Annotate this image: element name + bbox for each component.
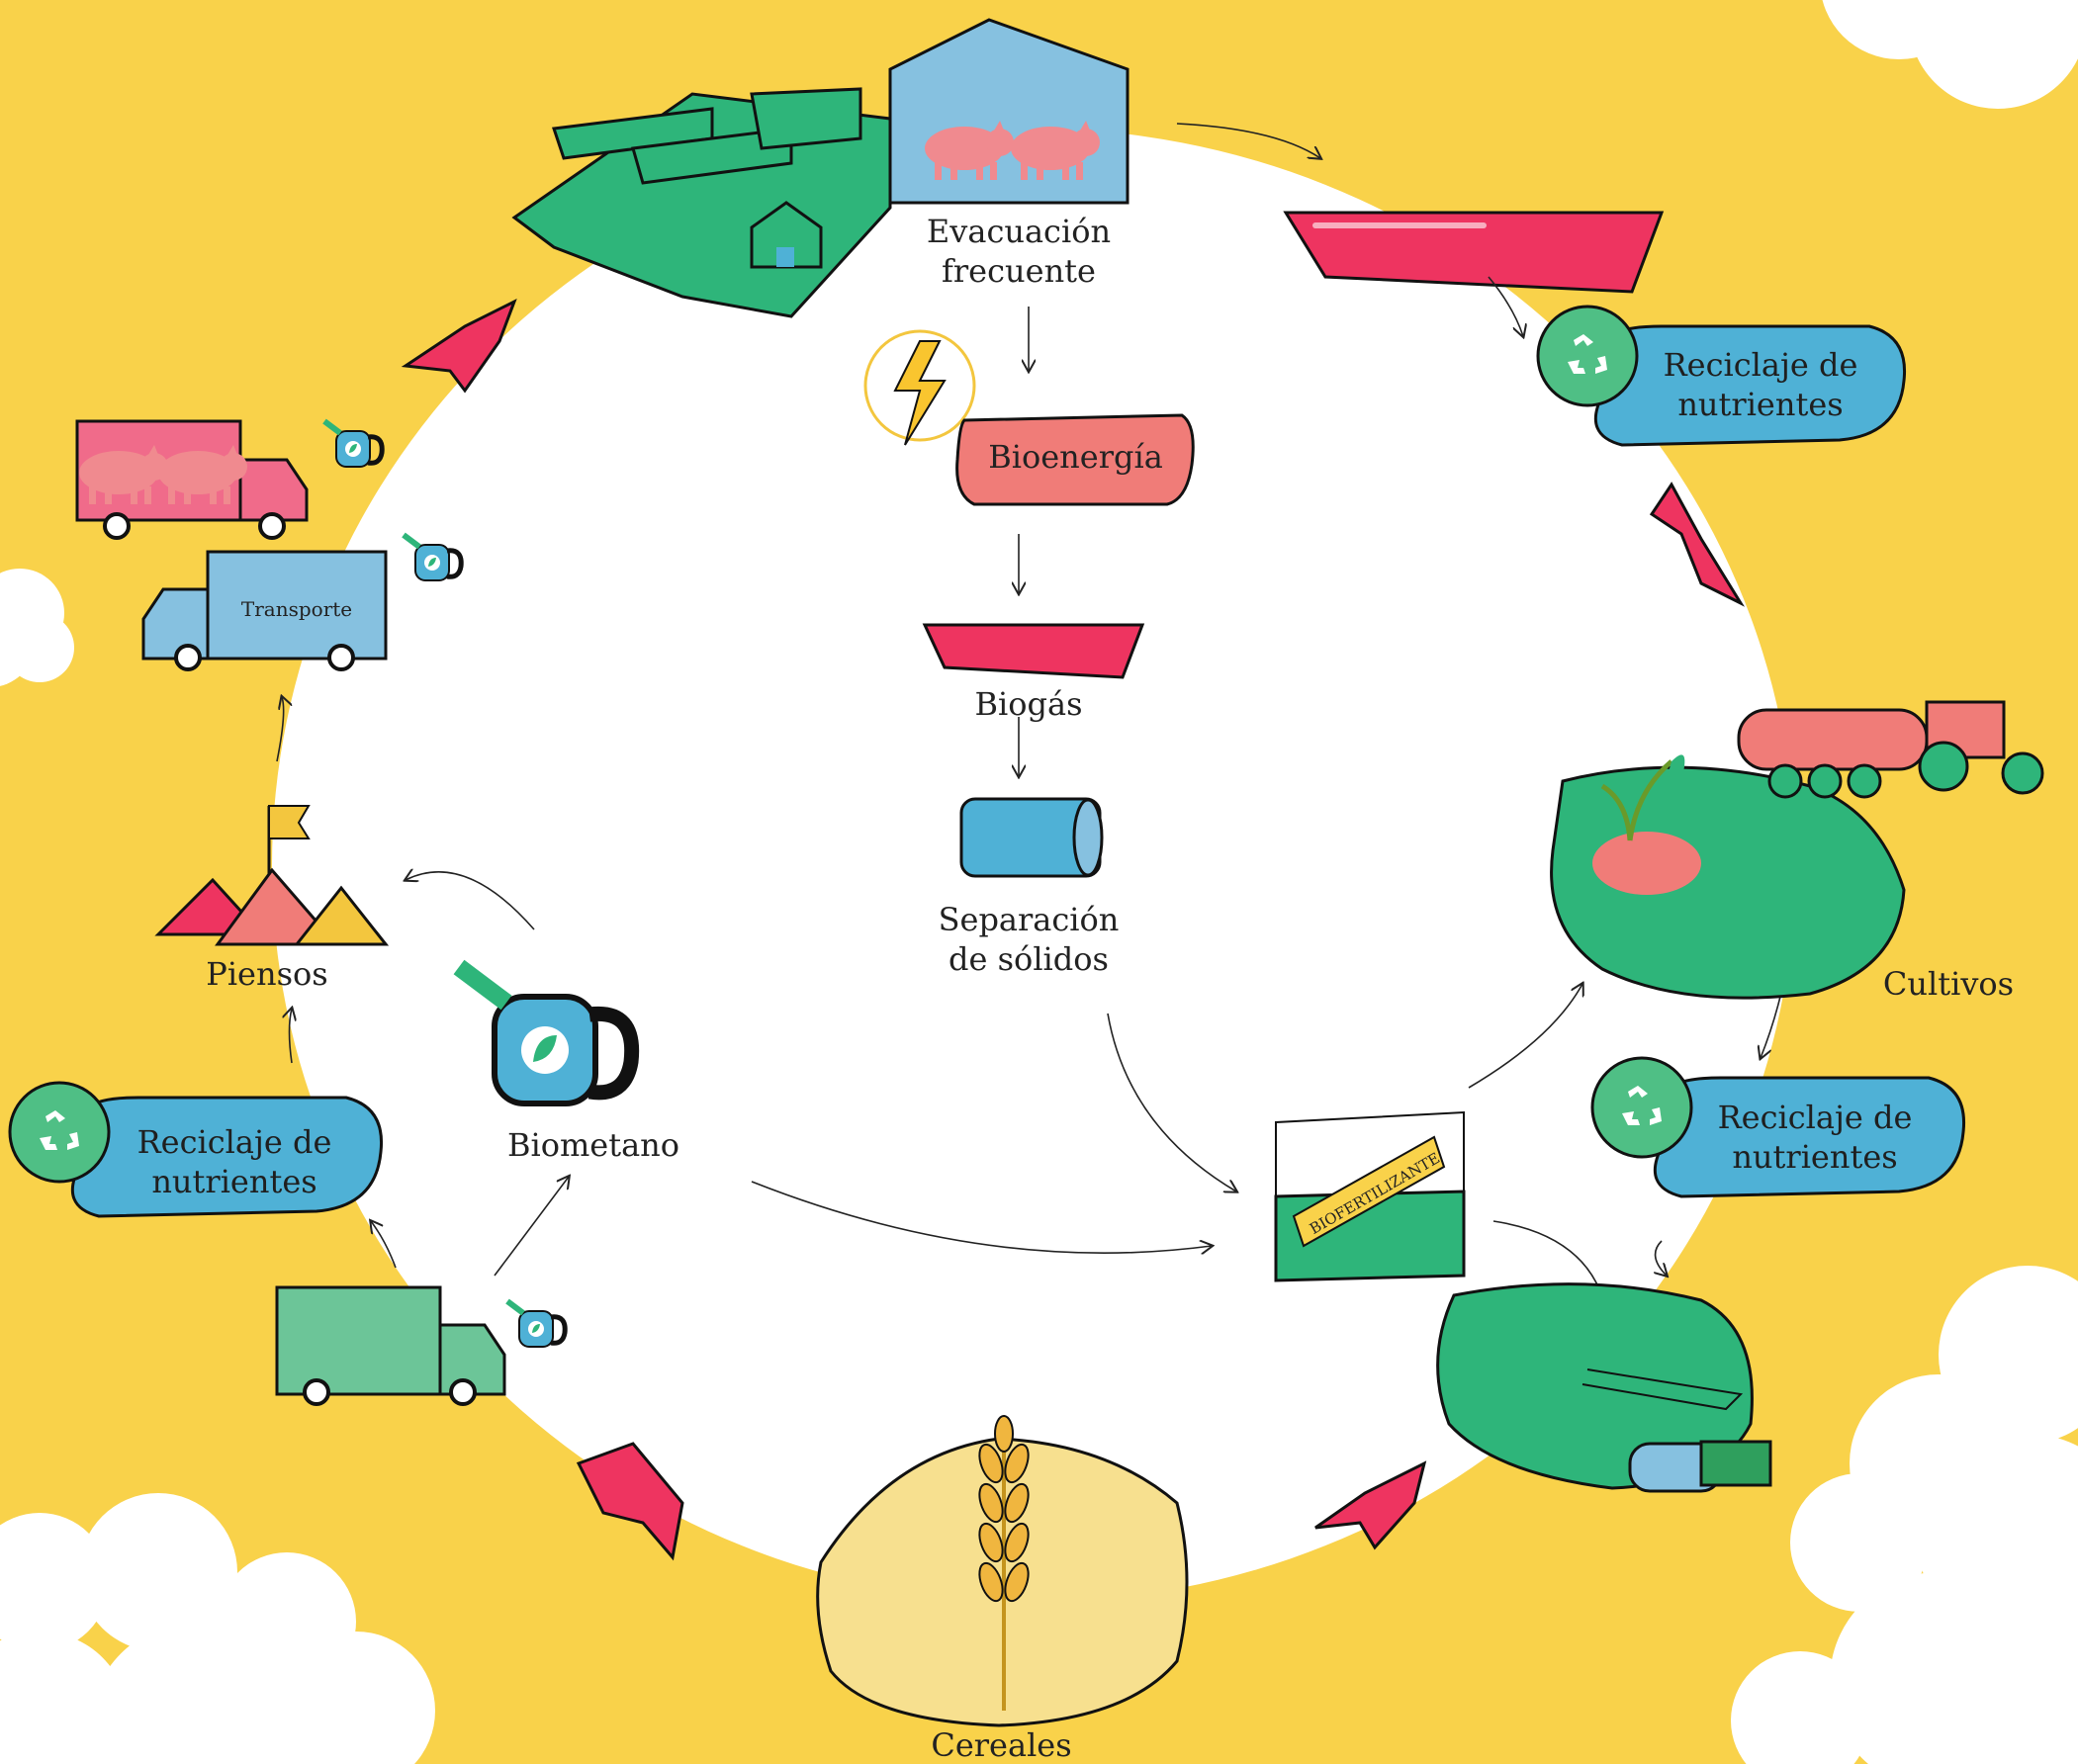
cycle-arrow-sw xyxy=(576,1442,684,1561)
cloud-bottom-left xyxy=(0,1493,435,1764)
storage-tank xyxy=(1283,211,1665,294)
label-cereales: Cereales xyxy=(931,1726,1072,1764)
house-icon xyxy=(750,201,823,269)
cycle-arrow-ne xyxy=(1649,482,1746,607)
tractor-icon xyxy=(1737,700,2044,799)
crop-field xyxy=(1550,754,1906,1000)
biogas-trough xyxy=(922,623,1145,679)
cloud-left xyxy=(0,569,74,686)
biofertilizante-tank xyxy=(1274,1110,1466,1282)
label-biogas: Biogás xyxy=(974,685,1083,723)
transport-truck xyxy=(141,550,388,671)
bioenergia-pill xyxy=(955,413,1195,506)
pig-truck xyxy=(75,419,309,540)
label-reciclaje-right: Reciclaje de nutrientes xyxy=(1717,1099,1913,1176)
cycle-arrow-se xyxy=(1314,1460,1427,1550)
wheat-icon xyxy=(978,1415,1030,1711)
flag-icon xyxy=(268,805,311,839)
label-piensos: Piensos xyxy=(206,955,328,993)
reciclaje-bubble-left xyxy=(8,1081,384,1218)
label-cultivos: Cultivos xyxy=(1882,965,2015,1003)
label-transporte: Transporte xyxy=(240,597,353,621)
reciclaje-bubble-right xyxy=(1590,1056,1966,1198)
barn xyxy=(888,18,1129,205)
label-separacion: Separación de sólidos xyxy=(938,901,1120,978)
fuel-can-icon xyxy=(324,421,382,467)
cloud-top-right xyxy=(1822,0,2078,109)
farm-field xyxy=(511,87,892,318)
separator-cylinder xyxy=(959,797,1104,878)
cereal-field xyxy=(816,1415,1189,1727)
bolt-icon xyxy=(863,329,976,446)
storage-field xyxy=(1436,1282,1772,1493)
label-evacuacion: Evacuación frecuente xyxy=(926,213,1112,290)
label-reciclaje-top: Reciclaje de nutrientes xyxy=(1663,346,1858,423)
cloud-bottom-right xyxy=(1731,1266,2078,1764)
feed-piles xyxy=(154,805,390,946)
cycle-arrow-nw xyxy=(401,298,517,394)
label-bioenergia: Bioenergía xyxy=(988,438,1163,476)
label-biometano: Biometano xyxy=(506,1126,680,1164)
green-truck xyxy=(275,1285,506,1406)
label-reciclaje-left: Reciclaje de nutrientes xyxy=(136,1123,332,1200)
reciclaje-bubble-top xyxy=(1536,305,1907,447)
